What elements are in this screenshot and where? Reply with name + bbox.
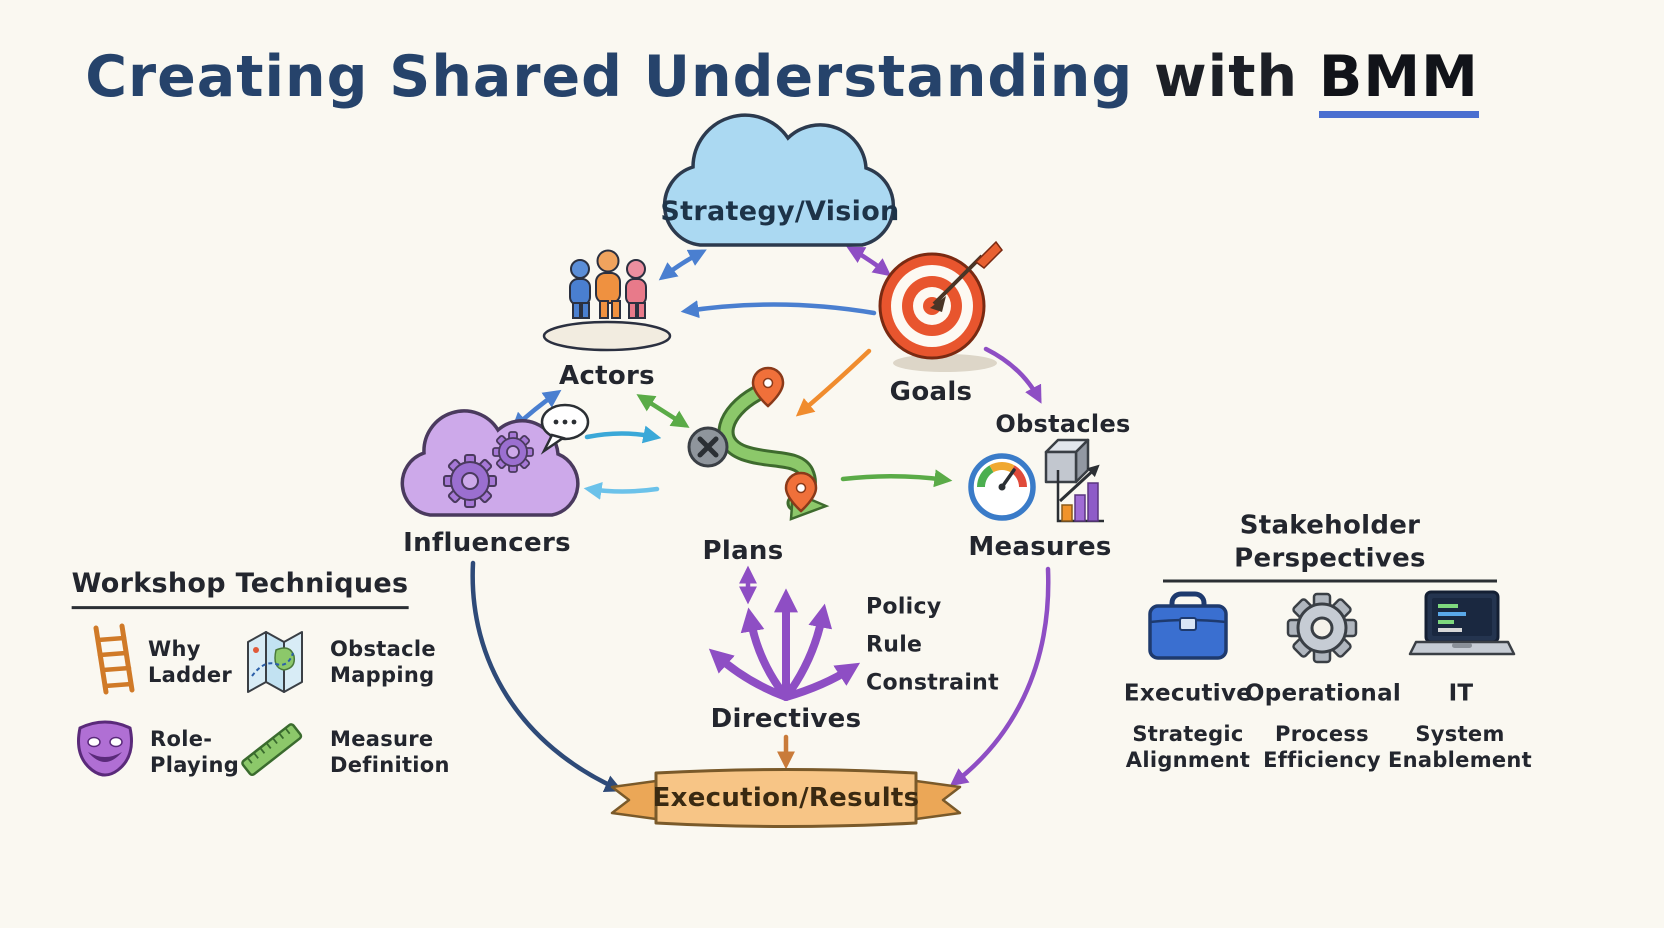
gear-small-icon	[492, 431, 534, 473]
title-bmm: BMM	[1318, 44, 1479, 118]
speech-bubble-icon	[540, 403, 590, 455]
stakeholder-benefit-process-efficiency: Process Efficiency	[1263, 721, 1381, 772]
arrow-goals-plans	[795, 348, 872, 417]
winding-path-icon	[687, 366, 830, 521]
person-left-icon	[569, 259, 591, 319]
arrow-plans-measures	[840, 469, 953, 488]
goals-label: Goals	[889, 376, 973, 407]
gauge-icon	[968, 453, 1036, 521]
briefcase-icon	[1148, 591, 1228, 660]
workshop-item-obstacle-mapping: Obstacle Mapping	[330, 636, 436, 687]
dart-icon	[930, 240, 1003, 312]
arrow-influencers-execution	[470, 560, 623, 793]
people-group-icon	[542, 249, 672, 352]
workshop-techniques-title: Workshop Techniques	[71, 567, 409, 609]
obstacles-label: Obstacles	[995, 410, 1131, 438]
cube-icon	[1044, 438, 1090, 484]
arrow-actors-plans	[636, 394, 690, 428]
stakeholder-benefit-system-enablement: System Enablement	[1387, 721, 1533, 772]
workshop-item-measure-definition: Measure Definition	[330, 726, 450, 777]
ladder-icon	[93, 623, 135, 695]
stakeholder-role-it: IT	[1448, 680, 1474, 707]
connector-arrows	[470, 246, 1051, 793]
stakeholder-role-executive: Executive	[1123, 680, 1253, 707]
gear-icon	[1286, 592, 1358, 664]
actors-label: Actors	[559, 360, 655, 391]
person-right-icon	[625, 259, 647, 319]
laptop-icon	[1408, 590, 1516, 656]
arrow-strategy-actors	[658, 249, 707, 281]
bar-chart-icon	[1056, 464, 1104, 523]
constraint-label: Constraint	[866, 670, 999, 696]
ribbon-banner-icon	[610, 768, 962, 828]
arrow-plans-influencers	[583, 481, 660, 500]
stakeholder-benefit-strategic-alignment: Strategic Alignment	[1125, 721, 1251, 772]
page-title: Creating Shared Understanding with BMM	[32, 44, 1532, 118]
person-middle-icon	[595, 249, 621, 319]
map-icon	[247, 631, 303, 693]
influencers-label: Influencers	[403, 527, 571, 558]
directives-label: Directives	[710, 703, 862, 734]
mask-icon	[77, 720, 133, 777]
branching-arrows-icon	[708, 588, 861, 701]
arrow-influencers-plans	[584, 425, 662, 444]
strategy-vision-label: Strategy/Vision	[660, 196, 900, 228]
cloud-icon	[662, 113, 896, 247]
policy-label: Policy	[866, 594, 942, 620]
workshop-item-why-ladder: Why Ladder	[148, 636, 233, 687]
arrow-goals-actors	[680, 300, 877, 319]
arrow-strategy-goals	[846, 246, 892, 277]
execution-results-label: Execution/Results	[652, 782, 920, 813]
cloud-gears-icon	[400, 403, 590, 517]
arrow-measures-execution	[949, 566, 1051, 787]
rule-label: Rule	[866, 632, 923, 658]
gear-large-icon	[443, 454, 497, 508]
plans-label: Plans	[702, 535, 784, 566]
workshop-item-role-playing: Role- Playing	[150, 726, 240, 777]
measures-label: Measures	[968, 531, 1112, 562]
blocker-x-icon	[687, 426, 729, 468]
stakeholder-role-operational: Operational	[1244, 680, 1402, 707]
arrow-goals-obstacles	[983, 346, 1042, 404]
stakeholder-perspectives-title: Stakeholder Perspectives	[1163, 510, 1497, 583]
title-main: Creating Shared Understanding	[85, 44, 1134, 110]
ruler-icon	[241, 723, 303, 777]
title-with: with	[1154, 44, 1299, 110]
target-icon	[878, 240, 1003, 372]
